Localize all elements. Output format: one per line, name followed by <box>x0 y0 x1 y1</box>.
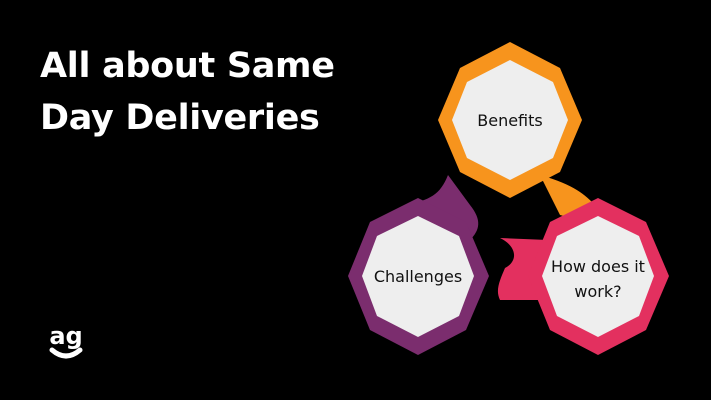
logo-text: ag <box>49 322 82 350</box>
logo-smile <box>49 347 83 359</box>
slide-title: All about Same Day Deliveries <box>40 40 370 144</box>
challenges-hexagon-inner <box>362 216 474 337</box>
how-label-line-1: How does it <box>551 257 645 276</box>
challenges-label: Challenges <box>374 267 462 286</box>
title-line-1: All about Same <box>40 46 335 86</box>
how-label-line-2: work? <box>574 282 621 301</box>
title-line-2: Day Deliveries <box>40 98 320 138</box>
benefits-hexagon-inner <box>452 60 568 180</box>
ag-smile-logo: ag <box>49 322 83 359</box>
benefits-label: Benefits <box>477 111 543 130</box>
how-hexagon-inner <box>542 216 654 337</box>
